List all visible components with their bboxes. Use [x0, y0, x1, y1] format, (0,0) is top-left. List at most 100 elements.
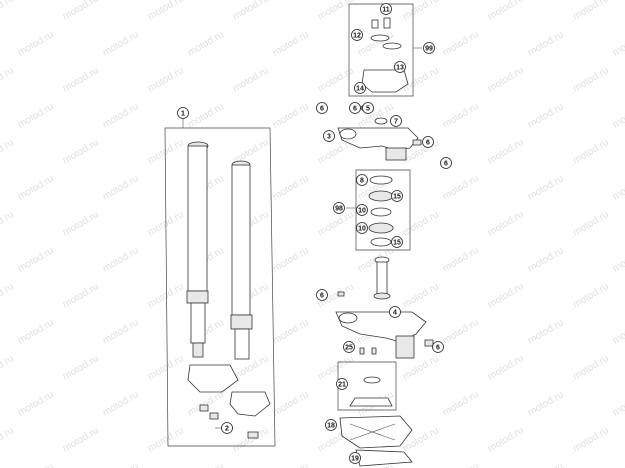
watermark-text: motod.ru	[61, 353, 101, 382]
callout-circle	[333, 202, 345, 214]
watermark-text: motod.ru	[271, 245, 311, 274]
watermark-text: motod.ru	[146, 353, 186, 382]
watermark-text: motod.ru	[16, 245, 56, 274]
watermark-text: motod.ru	[101, 245, 141, 274]
watermark-text: motod.ru	[611, 317, 625, 346]
callout-number-c21: 21	[338, 382, 346, 389]
watermark-text: motod.ru	[0, 353, 16, 382]
watermark-text: motod.ru	[0, 209, 16, 238]
watermark-text: motod.ru	[61, 425, 101, 454]
callout-number-c19: 19	[351, 456, 359, 463]
watermark-text: motod.ru	[101, 29, 141, 58]
callout-number-c6f: 6	[353, 106, 357, 113]
watermark-text: motod.ru	[611, 29, 625, 58]
watermark-text: motod.ru	[16, 101, 56, 130]
callout-number-c7: 7	[394, 119, 398, 126]
callout-number-c98: 98	[335, 206, 343, 213]
dropout-right	[229, 391, 271, 417]
dropout-left	[187, 364, 239, 393]
watermark-text: motod.ru	[526, 461, 566, 468]
callout-circle	[356, 174, 368, 186]
callout-number-c6e: 6	[436, 345, 440, 352]
watermark-text: motod.ru	[571, 281, 611, 310]
watermark-text: motod.ru	[101, 101, 141, 130]
callout-circle	[336, 378, 348, 390]
watermark-text: motod.ru	[441, 317, 481, 346]
watermark-text: motod.ru	[316, 0, 356, 23]
watermark-text: motod.ru	[101, 317, 141, 346]
watermark-text: motod.ru	[611, 101, 625, 130]
watermark-text: motod.ru	[0, 281, 16, 310]
callout-number-c4: 4	[393, 310, 397, 317]
watermark-text: motod.ru	[571, 137, 611, 166]
watermark-text: motod.ru	[61, 209, 101, 238]
watermark-text: motod.ru	[316, 209, 356, 238]
watermark-text: motod.ru	[611, 245, 625, 274]
group-21-frame	[337, 361, 397, 411]
watermark-text: motod.ru	[186, 101, 226, 130]
watermark-text: motod.ru	[571, 0, 611, 23]
callout-circle	[389, 306, 401, 318]
callout-number-c99: 99	[425, 46, 433, 53]
callout-number-c5: 5	[366, 106, 370, 113]
callout-circle	[390, 115, 402, 127]
watermark-text: motod.ru	[146, 137, 186, 166]
watermark-text: motod.ru	[486, 137, 526, 166]
callout-number-c3: 3	[327, 134, 331, 141]
watermark-text: motod.ru	[526, 389, 566, 418]
watermark-text: motod.ru	[441, 245, 481, 274]
fork-group-frame	[164, 127, 276, 447]
watermark-text: motod.ru	[146, 425, 186, 454]
watermark-text: motod.ru	[316, 353, 356, 382]
group-98-frame	[355, 169, 411, 251]
callout-circle	[394, 61, 406, 73]
callout-circle	[316, 289, 328, 301]
watermark-text: motod.ru	[16, 29, 56, 58]
watermark-text: motod.ru	[186, 29, 226, 58]
callout-circle	[325, 419, 337, 431]
watermark-text: motod.ru	[611, 389, 625, 418]
callout-number-c6d: 6	[320, 293, 324, 300]
watermark-text: motod.ru	[271, 461, 311, 468]
watermark-text: motod.ru	[186, 389, 226, 418]
watermark-text: motod.ru	[486, 281, 526, 310]
callout-circle	[432, 341, 444, 353]
watermark-text: motod.ru	[486, 209, 526, 238]
watermark-text: motod.ru	[0, 425, 16, 454]
axle-bolt-c	[247, 431, 259, 439]
watermark-text: motod.ru	[146, 281, 186, 310]
callout-number-c14: 14	[356, 86, 364, 93]
callout-number-c11: 11	[382, 7, 390, 14]
watermark-text: motod.ru	[146, 0, 186, 23]
fork-leg-left	[186, 141, 209, 358]
watermark-text: motod.ru	[526, 101, 566, 130]
watermark-text: motod.ru	[486, 425, 526, 454]
watermark-text: motod.ru	[146, 65, 186, 94]
callout-number-c10b: 10	[358, 226, 366, 233]
watermark-text: motod.ru	[271, 317, 311, 346]
watermark-text: motod.ru	[571, 65, 611, 94]
callout-circle	[349, 452, 361, 464]
watermark-text: motod.ru	[611, 173, 625, 202]
watermark-text: motod.ru	[61, 0, 101, 23]
watermark-text: motod.ru	[231, 0, 271, 23]
watermark-text: motod.ru	[571, 425, 611, 454]
callout-number-c15a: 15	[393, 194, 401, 201]
callout-circle	[221, 422, 233, 434]
watermark-text: motod.ru	[0, 0, 16, 23]
callout-circle	[391, 236, 403, 248]
watermark-text: motod.ru	[486, 353, 526, 382]
watermark-text: motod.ru	[231, 65, 271, 94]
watermark-text: motod.ru	[441, 389, 481, 418]
callout-circle	[323, 130, 335, 142]
lower-triple-clamp	[335, 256, 434, 359]
fork-leg-assembly	[164, 113, 276, 447]
watermark-text: motod.ru	[401, 281, 441, 310]
callout-number-c1: 1	[181, 111, 185, 118]
axle-bolt-a	[199, 404, 209, 412]
watermark-text: motod.ru	[271, 173, 311, 202]
axle-bolt-b	[209, 412, 219, 420]
watermark-text: motod.ru	[401, 209, 441, 238]
callout-circle	[356, 222, 368, 234]
watermark-text: motod.ru	[231, 425, 271, 454]
